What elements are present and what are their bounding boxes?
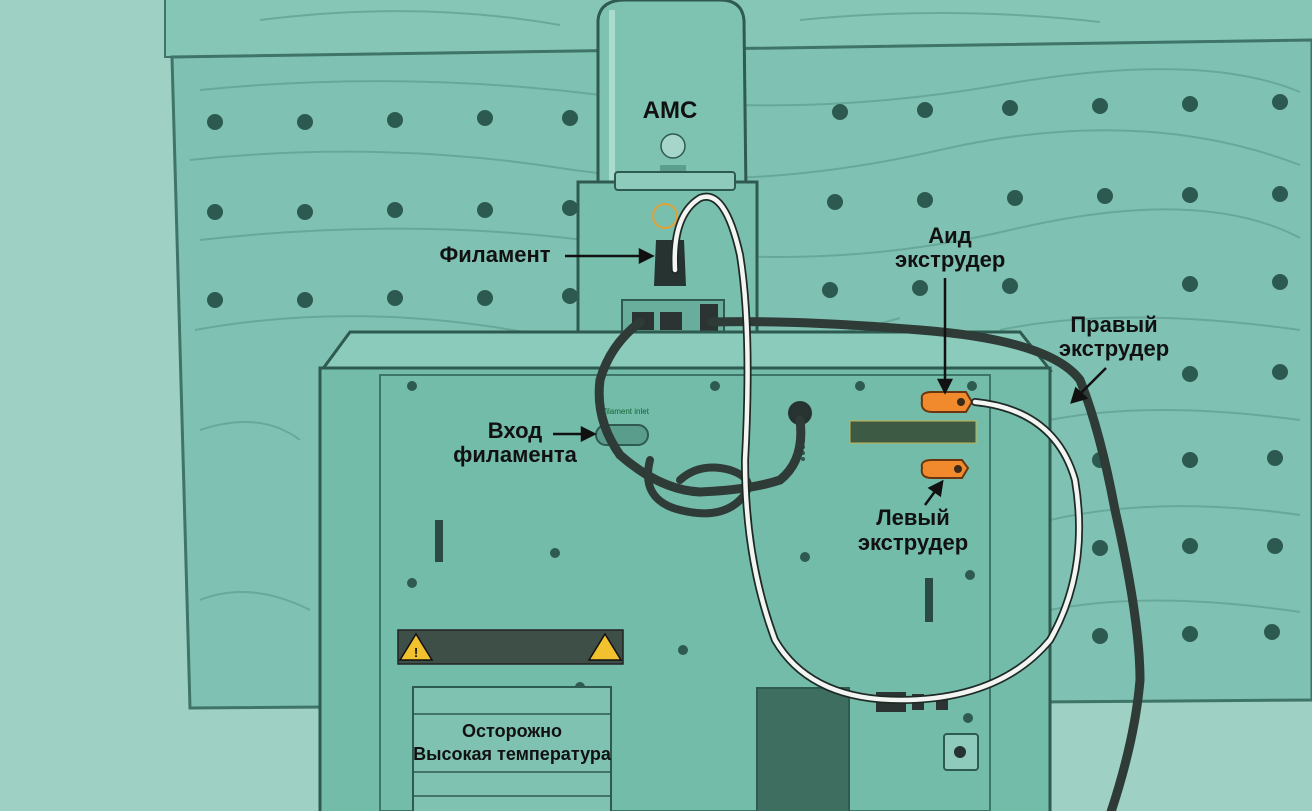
arrow-filament-inlet-head — [580, 425, 597, 443]
callout-aid-extruder-line1: Аид — [928, 223, 972, 248]
callout-left-extruder-line2: экструдер — [857, 530, 969, 555]
callout-arrows — [553, 247, 1107, 506]
callout-right-extruder-line2: экструдер — [1058, 336, 1170, 361]
arrow-aid-extruder-head — [936, 378, 954, 395]
warning-plate-line1: Осторожно — [462, 721, 562, 741]
ams-unit — [576, 0, 759, 347]
cables — [594, 192, 1145, 811]
printer-body: ! — [318, 330, 1054, 811]
arrow-right-extruder-head — [1070, 386, 1089, 404]
callout-left-extruder-line1: Левый — [876, 505, 950, 530]
filament-inlet-small-label: filament inlet — [604, 407, 649, 416]
arrow-left-extruder-head — [927, 479, 944, 498]
callout-aid-extruder-line2: экструдер — [895, 247, 1006, 272]
arrow-filament-head — [638, 247, 655, 265]
arrow-right-extruder — [1079, 367, 1107, 395]
warning-plate — [412, 686, 612, 811]
callout-filament-inlet-line1: Вход — [487, 418, 543, 443]
callout-filament-inlet-line2: филамента — [453, 442, 577, 467]
extruder-connectors — [920, 391, 974, 479]
hazard-strip: ! — [397, 629, 624, 665]
callout-filament: Филамент — [439, 242, 551, 267]
ams-label: AMC — [642, 97, 698, 124]
arrow-left-extruder — [923, 489, 938, 506]
warning-plate-line2: Высокая температура — [413, 744, 611, 764]
svg-text:!: ! — [414, 645, 418, 660]
callout-right-extruder-line1: Правый — [1070, 312, 1158, 337]
